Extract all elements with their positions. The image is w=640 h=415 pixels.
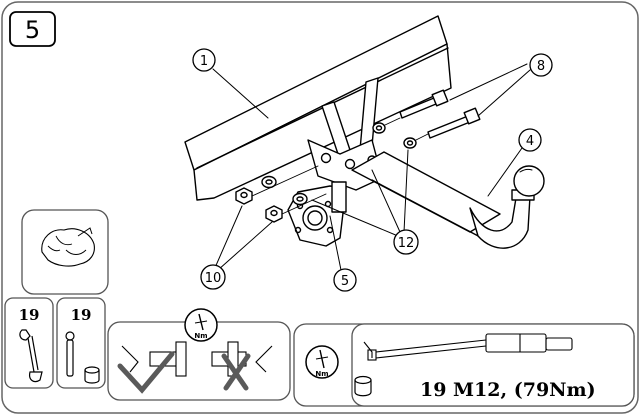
callout-5: 5 xyxy=(333,268,357,292)
socket-icon-2 xyxy=(354,375,372,397)
hand-tighten-panel xyxy=(21,209,109,295)
wrench-size: 19 xyxy=(19,306,40,324)
torque-wrench-badge xyxy=(184,308,218,342)
torque-sequence-panel: Nm xyxy=(107,308,291,401)
svg-text:8: 8 xyxy=(537,59,545,74)
chassis-rail xyxy=(184,15,452,201)
torque-unit-label-2: Nm xyxy=(315,370,328,378)
torque-spec-text: 19 M12, (79Nm) xyxy=(420,379,596,401)
check-mark-icon xyxy=(117,351,175,394)
svg-text:4: 4 xyxy=(526,134,534,149)
step-number: 5 xyxy=(25,16,40,44)
socket-size: 19 xyxy=(71,306,92,324)
alignment-lines xyxy=(251,117,429,215)
wrench-tool-panel: 19 xyxy=(4,297,54,389)
mounting-bolts xyxy=(399,89,481,139)
coupling-plate xyxy=(287,181,347,247)
step-number-box: 5 xyxy=(9,11,56,47)
cross-mark-icon xyxy=(221,353,251,391)
svg-text:5: 5 xyxy=(341,274,349,289)
callout-1: 1 xyxy=(192,48,216,72)
callout-10: 10 xyxy=(200,264,226,290)
torque-wrench-icon-2 xyxy=(319,349,325,369)
tow-bar-assembly xyxy=(184,15,545,271)
tow-ball xyxy=(469,165,545,249)
svg-text:10: 10 xyxy=(205,271,222,286)
ratchet-icon xyxy=(65,331,75,377)
torque-unit-label: Nm xyxy=(194,332,207,340)
extension-bar-icon xyxy=(363,333,573,361)
callout-8: 8 xyxy=(529,53,553,77)
callout-12: 12 xyxy=(393,229,419,255)
svg-text:1: 1 xyxy=(200,54,208,69)
nuts-and-washers xyxy=(235,175,308,223)
torque-spec-panel: Nm 19 M12, (79Nm) xyxy=(293,323,635,407)
svg-text:12: 12 xyxy=(398,236,415,251)
open-end-wrench-icon xyxy=(19,329,43,383)
socket-icon xyxy=(84,366,100,384)
leader-lines xyxy=(212,63,531,271)
callout-4: 4 xyxy=(518,128,542,152)
mounting-brackets xyxy=(307,77,383,191)
socket-tool-panel: 19 xyxy=(56,297,106,389)
